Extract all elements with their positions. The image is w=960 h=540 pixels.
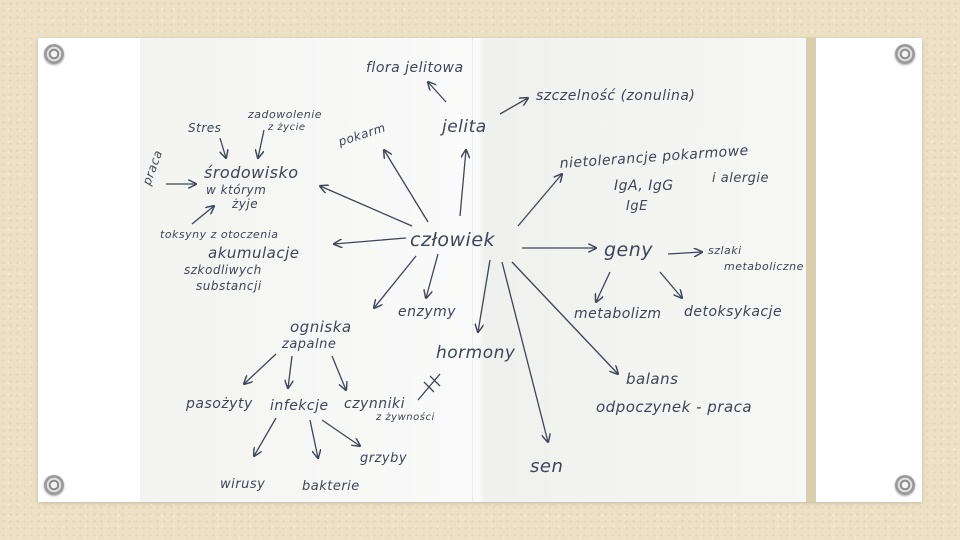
node-balans-2: odpoczynek - praca (596, 398, 752, 416)
node-czynniki-1: czynniki (344, 396, 405, 412)
node-jelita: jelita (440, 117, 487, 137)
node-hormony: hormony (436, 343, 516, 363)
node-iga-igg: IgA, IgG (614, 178, 674, 194)
rivet-top-right (895, 44, 915, 64)
node-geny: geny (604, 239, 653, 261)
node-toksyny: toksyny z otoczenia (160, 228, 279, 241)
arrow-to-metabolizm (596, 271, 611, 302)
arrow-to-grzyby (321, 419, 360, 446)
arrow-to-nietolerancje (517, 174, 562, 227)
node-pokarm: pokarm (336, 120, 388, 149)
node-srodowisko-1: środowisko (204, 163, 299, 182)
cross-mark-2 (429, 375, 441, 387)
node-grzyby: grzyby (360, 451, 407, 466)
arrow-to-infekcje (288, 355, 292, 388)
rivet-top-left (44, 44, 64, 64)
node-metabolizm: metabolizm (574, 306, 662, 322)
arrow-to-bakterie (309, 419, 318, 458)
mind-map-photo (140, 38, 816, 502)
arrow-to-szlaki (667, 252, 702, 254)
node-detoksykacje: detoksykacje (684, 304, 782, 320)
node-akumulacje-1: akumulacje (208, 244, 300, 262)
rivet-bottom-right (895, 475, 915, 495)
node-nietolerancje-1: nietolerancje pokarmowe (559, 143, 749, 172)
arrow-to-jelita (459, 150, 466, 217)
center-node: człowiek (410, 229, 496, 251)
node-ogniska-2: zapalne (281, 337, 336, 352)
node-szlaki-1: szlaki (708, 244, 742, 257)
rivet-bottom-left (44, 475, 64, 495)
arrow-to-czynniki (331, 355, 346, 390)
node-akumulacje-3: substancji (196, 279, 262, 293)
node-ige: IgE (626, 199, 648, 214)
node-zadowolenie-2: z życie (267, 122, 306, 133)
labels: człowiek flora jelitowa jelita szczelnoś… (139, 60, 804, 494)
node-stres: Stres (188, 121, 221, 135)
arrow-to-srodowisko (320, 186, 413, 227)
node-zadowolenie-1: zadowolenie (247, 108, 322, 121)
node-balans-1: balans (626, 370, 678, 388)
node-szlaki-2: metaboliczne (724, 260, 804, 273)
arrows (166, 82, 702, 458)
node-szczelnosc: szczelność (zonulina) (536, 88, 695, 104)
arrow-to-enzymy (426, 253, 439, 298)
arrow-to-detoksykacje (659, 271, 682, 298)
node-srodowisko-3: żyje (231, 197, 258, 211)
node-flora: flora jelitowa (366, 60, 464, 76)
arrow-to-wirusy (254, 417, 277, 456)
node-nietolerancje-2: i alergie (712, 171, 769, 186)
node-akumulacje-2: szkodliwych (184, 263, 262, 277)
node-srodowisko-2: w którym (206, 183, 266, 197)
node-bakterie: bakterie (302, 479, 360, 494)
arrow-to-balans (511, 261, 618, 374)
arrow-to-flora (428, 82, 447, 103)
node-pasozyty: pasożyty (185, 396, 253, 412)
arrow-to-pokarm (384, 150, 429, 223)
arrow-to-akumulacje (334, 237, 407, 244)
node-praca: praca (139, 148, 165, 188)
arrow-to-pasozyty (244, 353, 277, 384)
node-ogniska-1: ogniska (290, 318, 352, 336)
node-sen: sen (530, 456, 563, 477)
arrow-to-ogniska (374, 255, 417, 308)
node-infekcje: infekcje (270, 398, 329, 414)
cross-mark-1 (423, 381, 435, 393)
arrow-stres (220, 137, 226, 158)
node-wirusy: wirusy (220, 477, 265, 492)
paper-fold (472, 38, 473, 502)
node-czynniki-2: z żywności (375, 411, 435, 423)
arrow-toksyny (191, 206, 214, 225)
node-enzymy: enzymy (398, 304, 456, 320)
arrow-to-sen (501, 261, 548, 442)
arrow-to-hormony (478, 259, 491, 332)
arrow-zadowolenie (258, 129, 265, 158)
arrow-to-szczelnosc (499, 98, 528, 115)
